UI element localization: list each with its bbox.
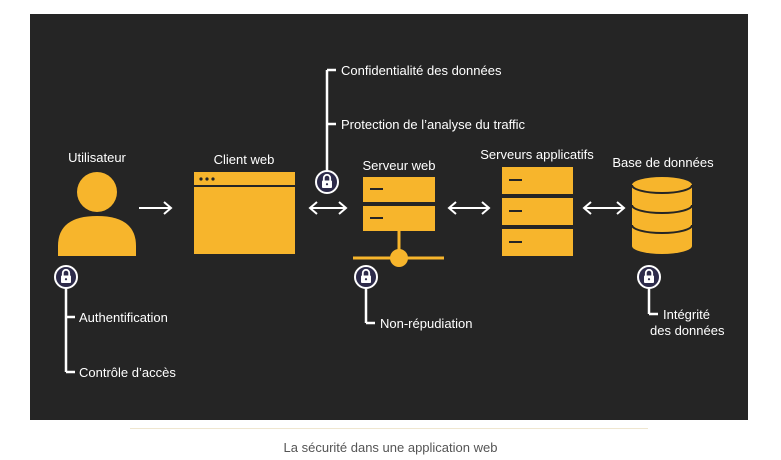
arrow-right-icon: [139, 201, 173, 215]
arrow-bidirectional-icon: [447, 201, 491, 215]
lock-icon: [54, 265, 78, 289]
access-control-label: Contrôle d’accès: [79, 365, 176, 380]
lock-icon: [315, 170, 339, 194]
appservers-label: Serveurs applicatifs: [480, 147, 594, 162]
integrity-label-line1: Intégrité: [663, 307, 710, 322]
arrow-bidirectional-icon: [308, 201, 348, 215]
database-icon: [631, 177, 693, 254]
lock-icon: [354, 265, 378, 289]
authentication-label: Authentification: [79, 310, 168, 325]
confidentiality-label: Confidentialité des données: [341, 63, 502, 78]
user-icon: [58, 172, 136, 256]
lock-icon: [637, 265, 661, 289]
browser-window-icon: [194, 172, 295, 254]
database-label: Base de données: [612, 155, 714, 170]
server-icon: [353, 177, 444, 267]
user-label: Utilisateur: [68, 150, 126, 165]
traffic-protection-label: Protection de l’analyse du traffic: [341, 117, 526, 132]
arrow-bidirectional-icon: [582, 201, 626, 215]
webserver-label: Serveur web: [363, 158, 436, 173]
server-stack-icon: [502, 167, 573, 256]
integrity-label-line2: des données: [650, 323, 725, 338]
non-repudiation-label: Non-répudiation: [380, 316, 473, 331]
figure-caption: La sécurité dans une application web: [283, 440, 498, 455]
client-label: Client web: [214, 152, 275, 167]
caption-divider: [130, 428, 648, 429]
